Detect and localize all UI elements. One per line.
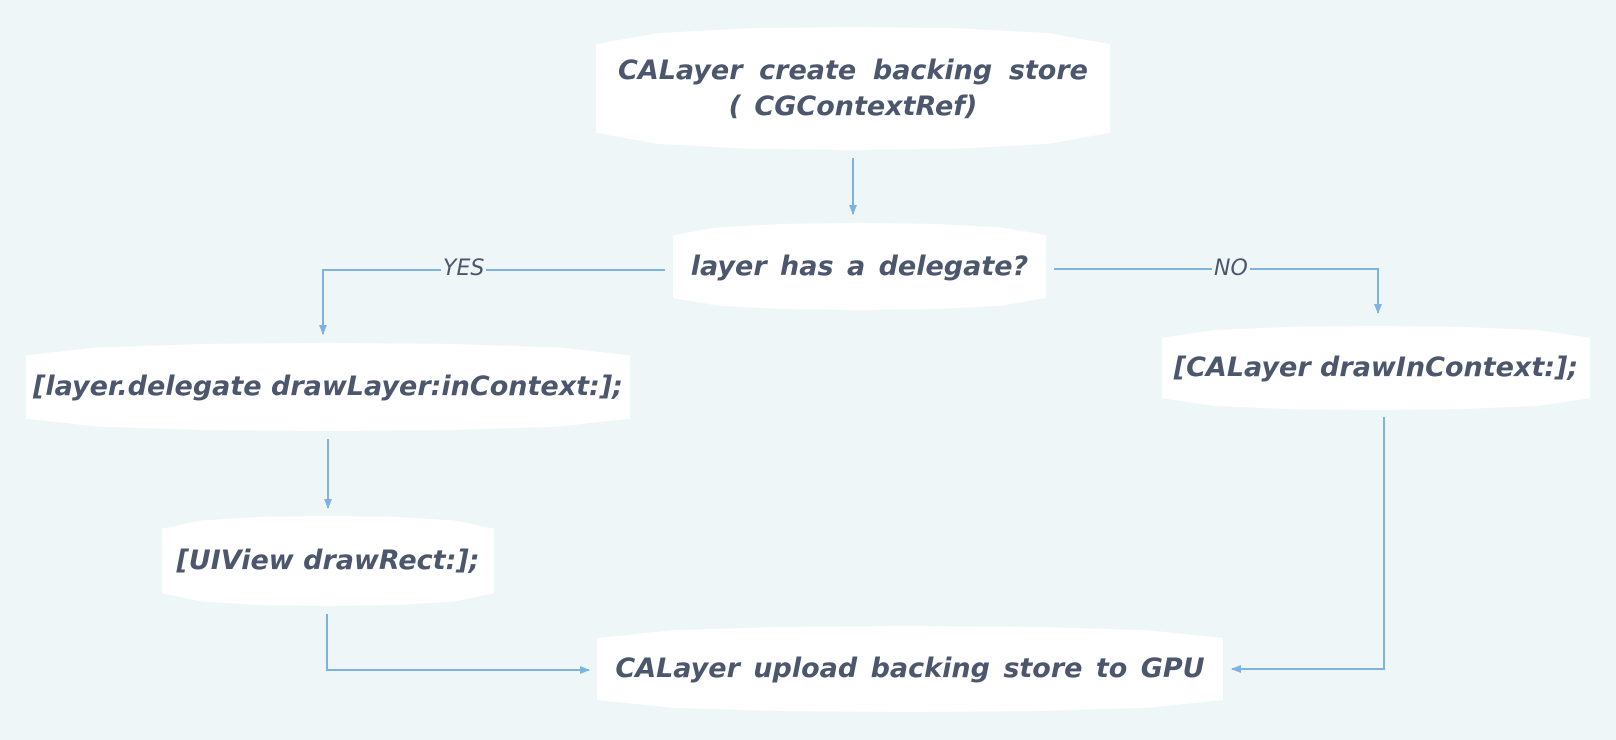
edge-label-no: NO bbox=[1212, 256, 1250, 282]
edge-uiview-to-upload bbox=[326, 614, 590, 674]
node-has-delegate: layer has a delegate? bbox=[673, 223, 1046, 310]
node-delegate-draw-layer: [layer.delegate drawLayer:inContext:]; bbox=[26, 343, 630, 431]
edge-label-yes: YES bbox=[441, 256, 487, 282]
node-create-backing-store: CALayer create backing store ( CGContext… bbox=[596, 27, 1110, 150]
edge-calayer-to-upload bbox=[1231, 417, 1385, 673]
edge-no-branch bbox=[1054, 268, 1382, 314]
node-calayer-draw-in-context: [CALayer drawInContext:]; bbox=[1162, 326, 1590, 410]
node-delegate-draw-layer-label: [layer.delegate drawLayer:inContext:]; bbox=[33, 371, 623, 402]
node-uiview-draw-rect-label: [UIView drawRect:]; bbox=[176, 545, 480, 576]
node-uiview-draw-rect: [UIView drawRect:]; bbox=[162, 516, 494, 606]
node-upload-to-gpu-label: CALayer upload backing store to GPU bbox=[615, 653, 1205, 684]
node-upload-to-gpu: CALayer upload backing store to GPU bbox=[597, 626, 1223, 712]
node-create-backing-store-label: CALayer create backing store ( CGContext… bbox=[618, 54, 1088, 122]
node-calayer-draw-in-context-label: [CALayer drawInContext:]; bbox=[1173, 352, 1579, 383]
node-has-delegate-label: layer has a delegate? bbox=[690, 250, 1029, 282]
edge-yes-branch bbox=[319, 269, 665, 335]
